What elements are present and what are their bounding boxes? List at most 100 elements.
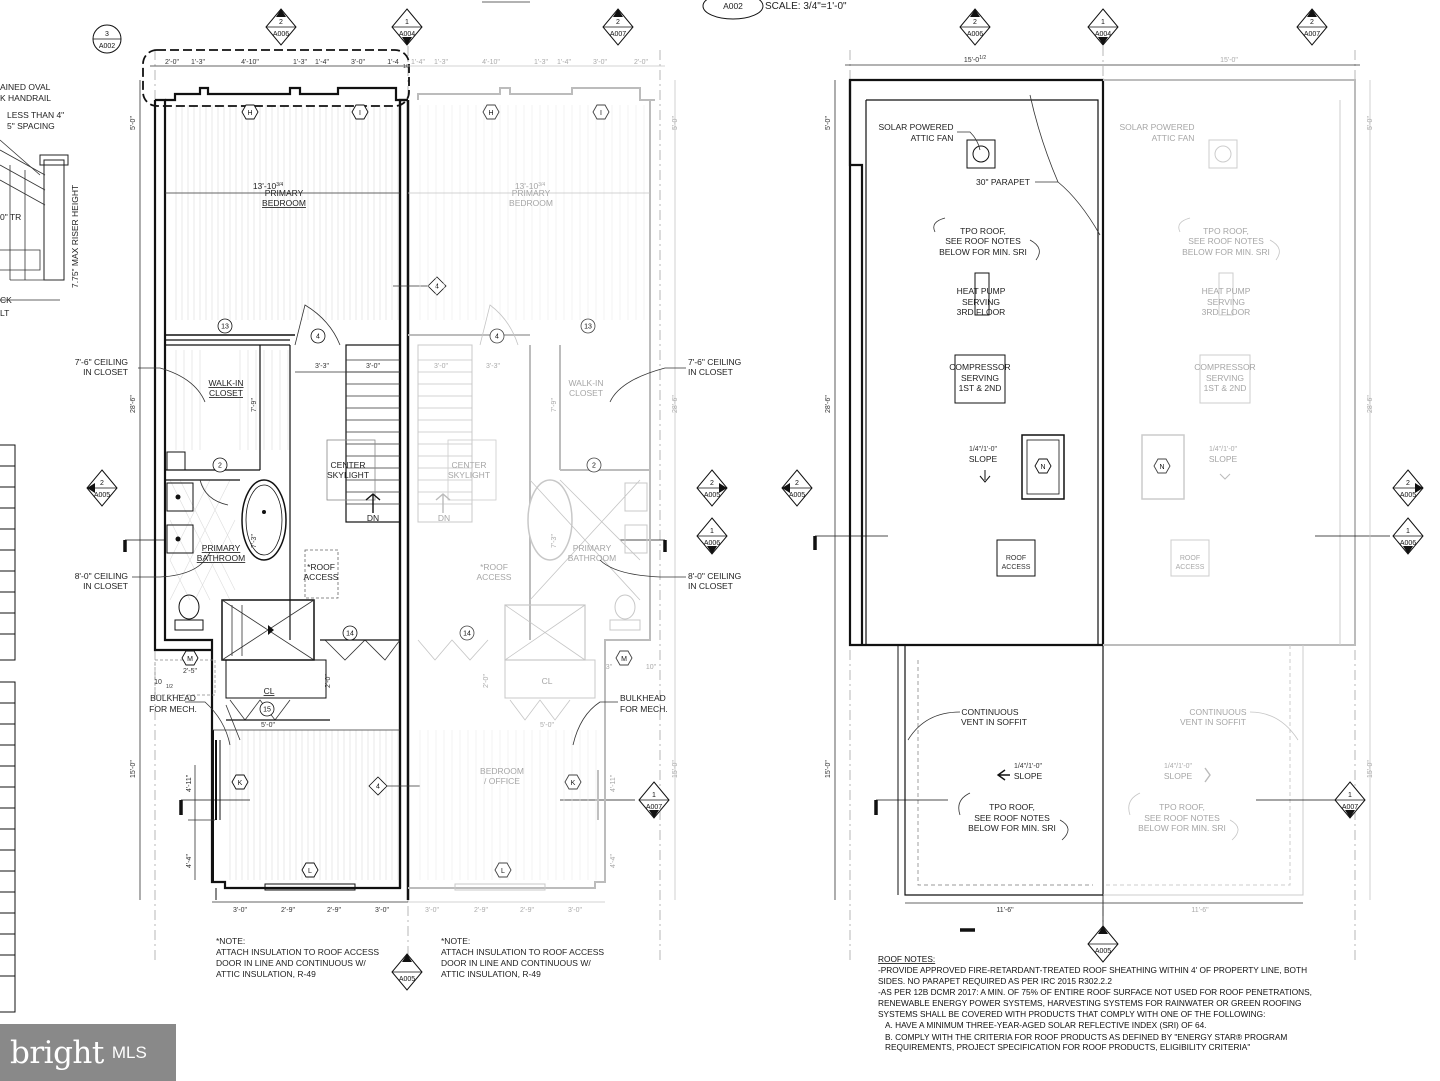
compressor bbox=[954, 354, 1006, 404]
svg-text:5'-0": 5'-0" bbox=[825, 116, 832, 130]
svg-text:4: 4 bbox=[316, 334, 320, 341]
marker-side-4: 1 A007 bbox=[638, 781, 670, 819]
svg-text:1/4"/1'-0": 1/4"/1'-0" bbox=[969, 446, 998, 453]
window-tag-I: I bbox=[351, 104, 369, 120]
ref-tag: A002 bbox=[723, 1, 743, 11]
bathtub bbox=[241, 479, 287, 561]
svg-text:WALK-IN: WALK-IN bbox=[568, 378, 603, 388]
roof-notes: ROOF NOTES: -PROVIDE APPROVED FIRE-RETAR… bbox=[878, 954, 1312, 1052]
svg-text:4'-10": 4'-10" bbox=[241, 59, 259, 66]
bay-cloud bbox=[142, 49, 410, 107]
svg-text:1'-3": 1'-3" bbox=[534, 59, 548, 66]
marker-top-1: 3 A002 bbox=[92, 24, 122, 54]
svg-text:7'-3": 7'-3" bbox=[251, 534, 258, 548]
svg-text:BELOW FOR MIN. SRI: BELOW FOR MIN. SRI bbox=[968, 823, 1056, 833]
svg-text:ACCESS: ACCESS bbox=[304, 572, 339, 582]
bedroom-label-2: BEDROOM bbox=[262, 198, 306, 208]
svg-text:5'-0": 5'-0" bbox=[130, 116, 137, 130]
svg-text:15'-0": 15'-0" bbox=[825, 760, 832, 778]
svg-text:3'-0": 3'-0" bbox=[375, 907, 389, 914]
svg-text:BELOW FOR MIN. SRI: BELOW FOR MIN. SRI bbox=[1138, 823, 1226, 833]
svg-text:K: K bbox=[238, 780, 243, 787]
svg-text:3'-3": 3'-3" bbox=[315, 363, 329, 370]
svg-text:14: 14 bbox=[463, 631, 471, 638]
svg-text:5" SPACING: 5" SPACING bbox=[7, 121, 55, 131]
svg-text:CENTER: CENTER bbox=[452, 460, 487, 470]
svg-text:CENTER: CENTER bbox=[331, 460, 366, 470]
svg-text:3'-0": 3'-0" bbox=[434, 363, 448, 370]
svg-text:3'-0": 3'-0" bbox=[351, 59, 365, 66]
svg-text:3RD FLOOR: 3RD FLOOR bbox=[957, 307, 1006, 317]
circle-tag-14: 14 bbox=[342, 625, 358, 641]
svg-text:DN: DN bbox=[438, 513, 450, 523]
marker-roof-side-2: 2 A005 bbox=[1392, 469, 1424, 507]
bedroom-dim: 13'-103/4 bbox=[253, 181, 284, 191]
svg-text:ATTACH INSULATION TO ROOF ACCE: ATTACH INSULATION TO ROOF ACCESS bbox=[441, 947, 604, 957]
marker-sheet: A006 bbox=[273, 31, 289, 38]
svg-text:LT: LT bbox=[0, 308, 9, 318]
svg-text:1: 1 bbox=[710, 528, 714, 535]
svg-text:M: M bbox=[187, 656, 193, 663]
svg-text:CONTINUOUS: CONTINUOUS bbox=[1189, 707, 1246, 717]
marker-num: 2 bbox=[279, 19, 283, 26]
svg-text:A007: A007 bbox=[646, 804, 662, 811]
svg-text:3'-3": 3'-3" bbox=[486, 363, 500, 370]
svg-text:SKYLIGHT: SKYLIGHT bbox=[448, 470, 490, 480]
svg-text:ATTIC FAN: ATTIC FAN bbox=[1152, 133, 1195, 143]
marker-num: 2 bbox=[616, 19, 620, 26]
svg-text:5'-0": 5'-0" bbox=[261, 722, 275, 729]
svg-text:3'-0": 3'-0" bbox=[593, 59, 607, 66]
svg-text:CONTINUOUS: CONTINUOUS bbox=[961, 707, 1018, 717]
top-dims-left: 2'-0" 1'-3" 4'-10" 1'-3" 1'-4" 3'-0" 1'-… bbox=[150, 59, 410, 70]
svg-text:TPO ROOF,: TPO ROOF, bbox=[989, 802, 1035, 812]
marker-side-2: 2 A005 bbox=[696, 469, 728, 507]
svg-text:A005: A005 bbox=[94, 492, 110, 499]
svg-text:COMPRESSOR: COMPRESSOR bbox=[949, 362, 1010, 372]
svg-text:1: 1 bbox=[1348, 792, 1352, 799]
ref-tag-ellipse bbox=[702, 0, 764, 20]
svg-text:IN CLOSET: IN CLOSET bbox=[688, 367, 733, 377]
svg-text:N: N bbox=[1040, 464, 1045, 471]
svg-text:FOR MECH.: FOR MECH. bbox=[149, 704, 197, 714]
svg-text:LESS THAN 4": LESS THAN 4" bbox=[7, 110, 64, 120]
svg-text:CL: CL bbox=[542, 676, 553, 686]
svg-text:SLOPE: SLOPE bbox=[1164, 771, 1193, 781]
svg-text:7'-3": 7'-3" bbox=[551, 534, 558, 548]
svg-text:/ OFFICE: / OFFICE bbox=[484, 776, 520, 786]
svg-text:DN: DN bbox=[367, 513, 379, 523]
marker-num: 1 bbox=[1101, 19, 1105, 26]
svg-text:ATTIC INSULATION, R-49: ATTIC INSULATION, R-49 bbox=[216, 969, 316, 979]
circle-tag-15: 15 bbox=[259, 701, 275, 717]
marker-sheet: A007 bbox=[1304, 31, 1320, 38]
marker-bottom-1: A005 bbox=[391, 953, 423, 991]
svg-text:REQUIREMENTS, PROJECT SPECIFIC: REQUIREMENTS, PROJECT SPECIFICATION FOR … bbox=[885, 1042, 1250, 1052]
svg-text:28'-6": 28'-6" bbox=[1367, 395, 1374, 413]
svg-text:VENT IN SOFFIT: VENT IN SOFFIT bbox=[1180, 717, 1246, 727]
svg-text:3RD FLOOR: 3RD FLOOR bbox=[1202, 307, 1251, 317]
svg-text:A006: A006 bbox=[1400, 540, 1416, 547]
roof-top-dim-1: 15'-01/2 bbox=[964, 55, 987, 64]
svg-text:I: I bbox=[359, 110, 361, 117]
marker-num: 2 bbox=[1310, 19, 1314, 26]
svg-text:BEDROOM: BEDROOM bbox=[480, 766, 524, 776]
svg-text:RENEWABLE ENERGY POWER SYSTEMS: RENEWABLE ENERGY POWER SYSTEMS, HARVESTI… bbox=[878, 998, 1302, 1008]
svg-text:4'-4": 4'-4" bbox=[610, 854, 617, 868]
svg-text:SERVING: SERVING bbox=[1206, 373, 1244, 383]
svg-text:A005: A005 bbox=[704, 492, 720, 499]
svg-text:ACCESS: ACCESS bbox=[1002, 564, 1031, 571]
svg-text:A005: A005 bbox=[789, 492, 805, 499]
walkin-label-1: WALK-IN bbox=[208, 378, 243, 388]
svg-text:ATTIC FAN: ATTIC FAN bbox=[911, 133, 954, 143]
svg-text:BEDROOM: BEDROOM bbox=[509, 198, 553, 208]
svg-text:PRIMARY: PRIMARY bbox=[573, 543, 612, 553]
svg-text:COMPRESSOR: COMPRESSOR bbox=[1194, 362, 1255, 372]
svg-text:SKYLIGHT: SKYLIGHT bbox=[327, 470, 369, 480]
svg-text:2'-9": 2'-9" bbox=[281, 907, 295, 914]
svg-text:TPO ROOF,: TPO ROOF, bbox=[960, 226, 1006, 236]
scale-text: SCALE: 3/4"=1'-0" bbox=[765, 1, 847, 12]
svg-text:1'-4: 1'-4 bbox=[387, 59, 399, 66]
svg-text:10: 10 bbox=[154, 679, 162, 686]
svg-text:1/4"/1'-0": 1/4"/1'-0" bbox=[1164, 763, 1193, 770]
svg-text:2'-0": 2'-0" bbox=[325, 674, 332, 688]
